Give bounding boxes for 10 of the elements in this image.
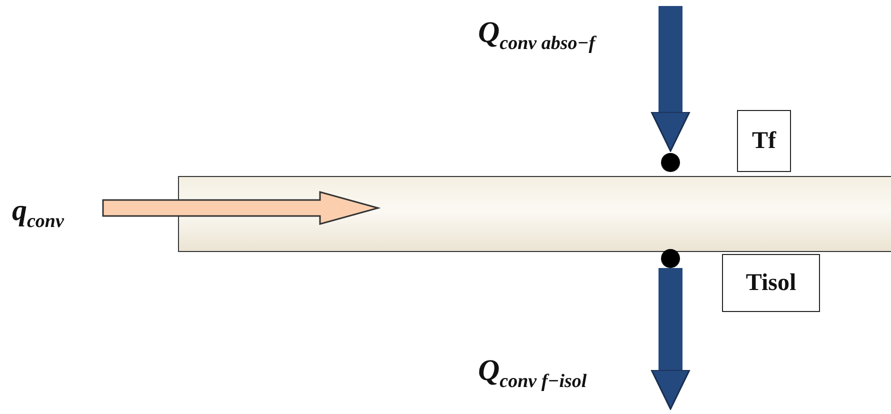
junction-dot	[661, 249, 680, 268]
equation-label: Q$_{conv f−isol}$	[478, 356, 587, 391]
arrow	[650, 268, 690, 410]
equation-label: Q$_{conv abso−f}$	[478, 18, 596, 53]
arrow	[650, 6, 690, 152]
temperature-box: Tf	[737, 110, 791, 172]
channel-box	[178, 176, 891, 252]
junction-dot	[661, 153, 680, 172]
temperature-box: Tisol	[722, 254, 820, 312]
equation-label: q$_{conv}$	[12, 196, 64, 231]
